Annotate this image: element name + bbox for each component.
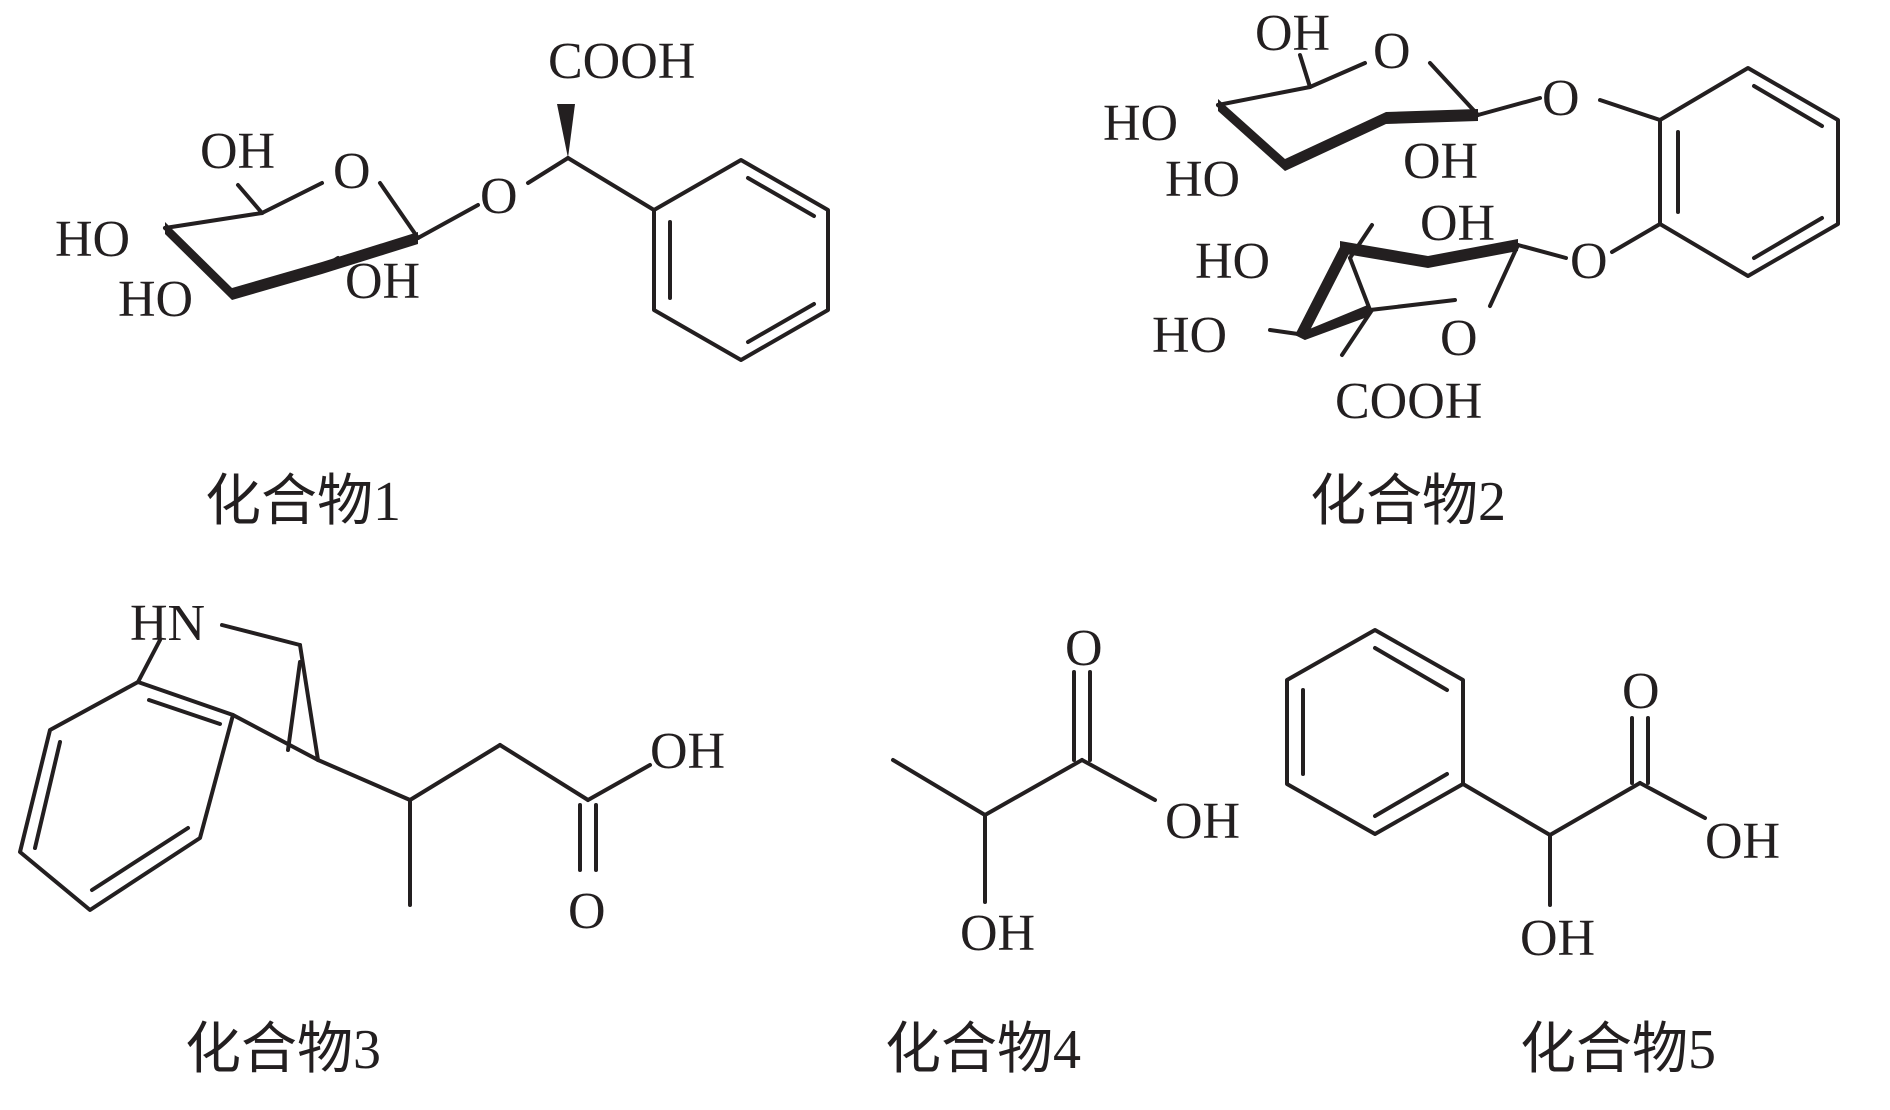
compound-3-o-label: O bbox=[568, 883, 606, 940]
compound-5-oh-bottom-label: OH bbox=[1520, 910, 1595, 967]
compound-4-structure: O OH OH bbox=[891, 620, 1240, 962]
compound-4-caption: 化合物4 bbox=[885, 1019, 1081, 1081]
compound-2-oh-mid-top-label: OH bbox=[1403, 133, 1478, 190]
compound-1-ho-bottom-label: HO bbox=[118, 271, 193, 328]
compound-2-ho-left-bottom2-label: HO bbox=[1152, 307, 1227, 364]
compound-1-oh-bottom-label: OH bbox=[345, 253, 420, 310]
compound-2-ring-o-bottom-label: O bbox=[1440, 310, 1478, 367]
compound-2-oh-top-label: OH bbox=[1255, 5, 1330, 62]
compound-2-link-o-top-label: O bbox=[1542, 70, 1580, 127]
compound-2-cooh-label: COOH bbox=[1335, 373, 1482, 430]
compound-2-link-o-bottom-label: O bbox=[1570, 233, 1608, 290]
compound-2-structure: OH O HO HO OH O OH O HO HO O COOH bbox=[1103, 5, 1840, 430]
compound-5-caption: 化合物5 bbox=[1520, 1019, 1716, 1081]
compound-2-ho-left-bottom1-label: HO bbox=[1195, 233, 1270, 290]
compound-1-oh-top-label: OH bbox=[200, 123, 275, 180]
compound-3-structure: HN OH O bbox=[18, 595, 725, 940]
compound-5-o-label: O bbox=[1622, 663, 1660, 720]
compound-2-oh-mid-bottom-label: OH bbox=[1420, 195, 1495, 252]
compound-1-ring-o-label: O bbox=[333, 143, 371, 200]
compound-1-cooh-label: COOH bbox=[548, 33, 695, 90]
compound-3-caption: 化合物3 bbox=[185, 1019, 381, 1081]
compound-4-o-label: O bbox=[1065, 620, 1103, 677]
compound-2-ho-left-top-label: HO bbox=[1103, 95, 1178, 152]
compound-1-caption: 化合物1 bbox=[205, 471, 401, 533]
compound-3-hn-label: HN bbox=[130, 595, 205, 652]
compound-1-ho-left-label: HO bbox=[55, 211, 130, 268]
compound-2-ring-o-top-label: O bbox=[1373, 23, 1411, 80]
compound-4-oh-right-label: OH bbox=[1165, 793, 1240, 850]
compound-2-ho-bottom-top-label: HO bbox=[1165, 151, 1240, 208]
compound-2-caption: 化合物2 bbox=[1310, 471, 1506, 533]
compound-5-oh-right-label: OH bbox=[1705, 813, 1780, 870]
compound-1-structure: COOH OH O HO HO OH O bbox=[55, 33, 830, 362]
compound-1-glycosidic-o-label: O bbox=[480, 168, 518, 225]
compound-3-oh-label: OH bbox=[650, 723, 725, 780]
compound-5-structure: O OH OH bbox=[1285, 628, 1780, 967]
compound-4-oh-bottom-label: OH bbox=[960, 905, 1035, 962]
